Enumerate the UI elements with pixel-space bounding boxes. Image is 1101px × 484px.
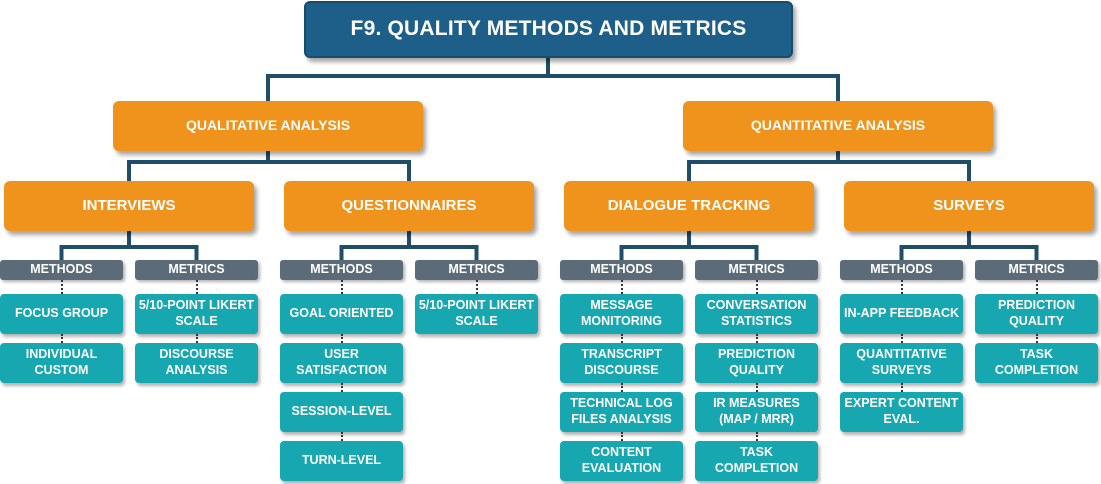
connector xyxy=(59,245,199,260)
questionnaires-methods-item: TURN-LEVEL xyxy=(280,441,403,481)
connector xyxy=(266,74,840,101)
dotted-connector xyxy=(60,280,63,294)
dialogue-tracking-metrics-item: IR MEASURES (MAP / MRR) xyxy=(695,392,818,432)
dialogue-tracking-methods-item: TRANSCRIPT DISCOURSE xyxy=(560,343,683,383)
dotted-connector xyxy=(195,280,198,294)
dialogue-tracking-methods-item: MESSAGE MONITORING xyxy=(560,294,683,334)
questionnaires-methods-header: METHODS xyxy=(280,260,403,280)
dotted-connector xyxy=(1035,280,1038,294)
diagram-title: F9. QUALITY METHODS AND METRICS xyxy=(304,1,793,58)
connector xyxy=(687,160,971,181)
dotted-connector xyxy=(340,383,343,392)
group-dialogue-tracking: DIALOGUE TRACKING xyxy=(564,181,814,231)
dotted-connector xyxy=(195,334,198,343)
dotted-connector xyxy=(755,383,758,392)
dotted-connector xyxy=(340,432,343,441)
dialogue-tracking-methods-header: METHODS xyxy=(560,260,683,280)
surveys-methods-item: IN-APP FEEDBACK xyxy=(840,294,963,334)
interviews-metrics-item: DISCOURSE ANALYSIS xyxy=(135,343,258,383)
dotted-connector xyxy=(340,280,343,294)
surveys-metrics-header: METRICS xyxy=(975,260,1098,280)
dotted-connector xyxy=(900,383,903,392)
dotted-connector xyxy=(475,280,478,294)
group-interviews: INTERVIEWS xyxy=(4,181,254,231)
dotted-connector xyxy=(620,334,623,343)
connector xyxy=(339,245,479,260)
dotted-connector xyxy=(1035,334,1038,343)
questionnaires-methods-item: USER SATISFACTION xyxy=(280,343,403,383)
dialogue-tracking-methods-item: CONTENT EVALUATION xyxy=(560,441,683,481)
questionnaires-metrics-header: METRICS xyxy=(415,260,538,280)
dotted-connector xyxy=(620,383,623,392)
dotted-connector xyxy=(755,432,758,441)
branch-qualitative: QUALITATIVE ANALYSIS xyxy=(113,101,423,151)
surveys-metrics-item: PREDICTION QUALITY xyxy=(975,294,1098,334)
dotted-connector xyxy=(900,280,903,294)
branch-quantitative: QUANTITATIVE ANALYSIS xyxy=(683,101,993,151)
dotted-connector xyxy=(900,334,903,343)
dialogue-tracking-metrics-item: CONVERSATION STATISTICS xyxy=(695,294,818,334)
dotted-connector xyxy=(620,432,623,441)
surveys-methods-item: EXPERT CONTENT EVAL. xyxy=(840,392,963,432)
dotted-connector xyxy=(620,280,623,294)
dialogue-tracking-metrics-item: PREDICTION QUALITY xyxy=(695,343,818,383)
dotted-connector xyxy=(60,334,63,343)
dotted-connector xyxy=(755,334,758,343)
surveys-methods-header: METHODS xyxy=(840,260,963,280)
group-questionnaires: QUESTIONNAIRES xyxy=(284,181,534,231)
dialogue-tracking-metrics-item: TASK COMPLETION xyxy=(695,441,818,481)
dialogue-tracking-methods-item: TECHNICAL LOG FILES ANALYSIS xyxy=(560,392,683,432)
connector xyxy=(899,245,1039,260)
interviews-methods-item: FOCUS GROUP xyxy=(0,294,123,334)
connector xyxy=(127,160,411,181)
dotted-connector xyxy=(755,280,758,294)
group-surveys: SURVEYS xyxy=(844,181,1094,231)
questionnaires-methods-item: GOAL ORIENTED xyxy=(280,294,403,334)
surveys-metrics-item: TASK COMPLETION xyxy=(975,343,1098,383)
interviews-metrics-item: 5/10-POINT LIKERT SCALE xyxy=(135,294,258,334)
connector xyxy=(619,245,759,260)
dotted-connector xyxy=(340,334,343,343)
dialogue-tracking-metrics-header: METRICS xyxy=(695,260,818,280)
surveys-methods-item: QUANTITATIVE SURVEYS xyxy=(840,343,963,383)
interviews-methods-header: METHODS xyxy=(0,260,123,280)
questionnaires-metrics-item: 5/10-POINT LIKERT SCALE xyxy=(415,294,538,334)
interviews-methods-item: INDIVIDUAL CUSTOM xyxy=(0,343,123,383)
questionnaires-methods-item: SESSION-LEVEL xyxy=(280,392,403,432)
interviews-metrics-header: METRICS xyxy=(135,260,258,280)
